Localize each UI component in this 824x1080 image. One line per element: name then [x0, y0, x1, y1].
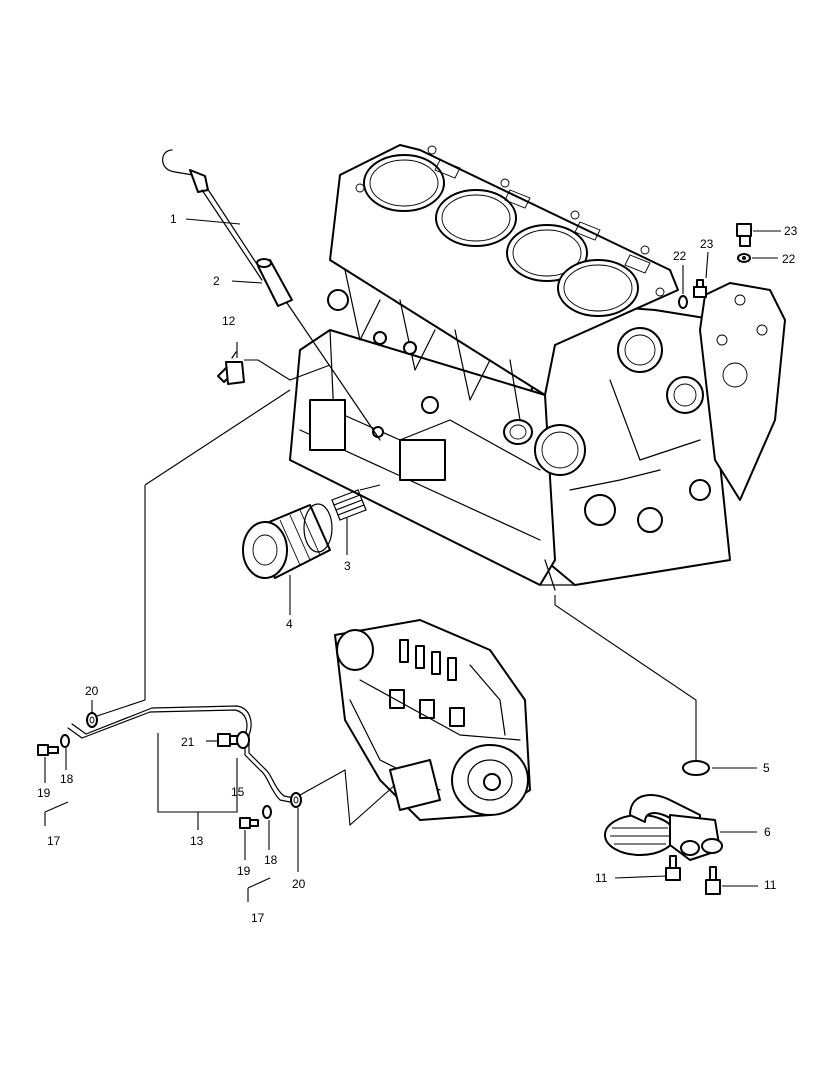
- bolt-23-lower: [693, 279, 707, 298]
- callout-23-left: 23: [700, 237, 714, 251]
- callout-2: 2: [213, 274, 220, 288]
- callout-22-left: 22: [673, 249, 687, 263]
- callout-11-left: 11: [595, 871, 608, 885]
- oil-ring: [682, 760, 710, 776]
- callout-19-right: 19: [237, 864, 251, 878]
- bolt-23-upper: [736, 223, 752, 247]
- oil-filter: [242, 503, 333, 579]
- callout-22-right: 22: [782, 252, 796, 266]
- callout-1: 1: [170, 212, 177, 226]
- callout-13: 13: [190, 834, 204, 848]
- washer-22-lower: [678, 295, 688, 309]
- cylinder-block: [289, 144, 786, 591]
- washer-18-right: [262, 805, 272, 819]
- callout-18-right: 18: [264, 853, 278, 867]
- callout-17-right: 17: [251, 911, 265, 925]
- leader-lines: [44, 218, 781, 902]
- callout-23-right: 23: [784, 224, 798, 238]
- bolt-19-right: [239, 817, 259, 829]
- callout-12: 12: [222, 314, 236, 328]
- callout-18-left: 18: [60, 772, 74, 786]
- callout-3: 3: [344, 559, 351, 573]
- oil-strainer: [604, 794, 723, 861]
- callout-17-left: 17: [47, 834, 61, 848]
- washer-22-upper: [737, 253, 751, 263]
- callout-20-lower: 20: [292, 877, 306, 891]
- callout-4: 4: [286, 617, 293, 631]
- callout-6: 6: [764, 825, 771, 839]
- callout-11-right: 11: [764, 878, 777, 892]
- callout-21: 21: [181, 735, 195, 749]
- callout-labels: 1 2 3 4 5 6 11 11 12 13 15 17 17 18 18 1…: [37, 212, 798, 925]
- callout-20-upper: 20: [85, 684, 99, 698]
- dipstick-guide: [256, 258, 381, 441]
- gasket-20-lower: [290, 792, 302, 808]
- oil-pressure-switch: [217, 351, 245, 385]
- callout-15: 15: [231, 785, 245, 799]
- oil-pipe: [67, 705, 295, 803]
- callout-19-left: 19: [37, 786, 51, 800]
- strainer-bolt-left: [665, 855, 681, 881]
- dipstick: [162, 149, 267, 281]
- bolt-19-left: [37, 744, 59, 756]
- relief-spring: [331, 489, 367, 521]
- callout-5: 5: [763, 761, 770, 775]
- gasket-20-upper: [86, 712, 98, 728]
- strainer-bolt-right: [705, 866, 721, 895]
- injection-pump: [334, 619, 531, 821]
- banjo-bolt-21: [217, 731, 250, 749]
- washer-18-left: [60, 734, 70, 748]
